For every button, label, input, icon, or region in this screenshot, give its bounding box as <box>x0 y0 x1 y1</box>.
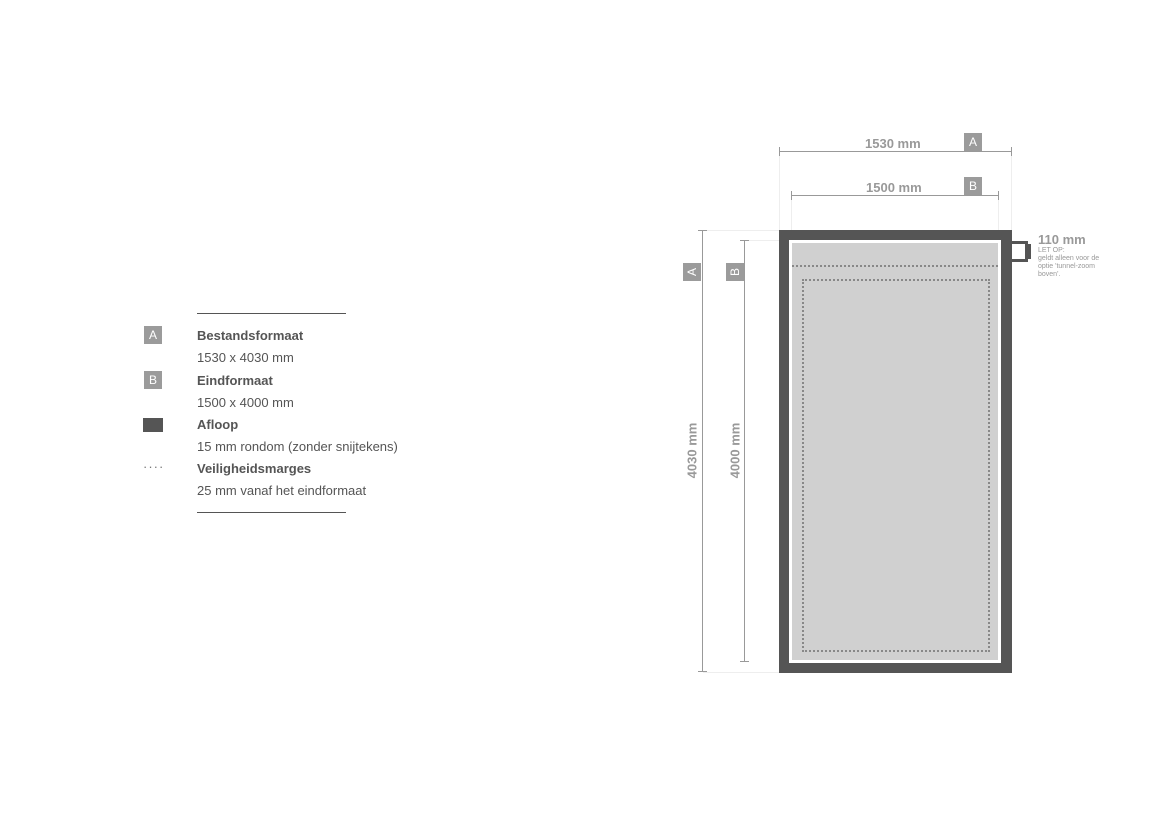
divider <box>197 512 346 513</box>
width-b-label: 1500 mm <box>866 180 922 195</box>
width-a-label: 1530 mm <box>865 136 921 151</box>
legend-title: Eindformaat <box>197 373 273 388</box>
badge-b: B <box>964 177 982 195</box>
dotted-symbol: ···· <box>143 459 165 474</box>
legend-desc: 15 mm rondom (zonder snijtekens) <box>197 439 398 454</box>
badge-a: A <box>683 263 701 281</box>
tunnel-note: geldt alleen voor de optie 'tunnel-zoom … <box>1038 255 1100 278</box>
legend-title: Afloop <box>197 417 239 432</box>
dimension-line-width-a <box>779 151 1012 152</box>
bleed-swatch <box>143 418 163 432</box>
dimension-line-width-b <box>791 195 999 196</box>
safety-margin <box>802 279 990 652</box>
legend-desc: 1530 x 4030 mm <box>197 350 294 365</box>
tunnel-note-title: LET OP: <box>1038 247 1065 254</box>
badge-a: A <box>144 326 162 344</box>
legend-desc: 25 mm vanaf het eindformaat <box>197 483 367 498</box>
tunnel-line <box>792 265 998 267</box>
legend-title: Veiligheidsmarges <box>197 461 312 476</box>
tunnel-value: 110 mm <box>1038 232 1086 247</box>
final-format-area <box>792 243 998 660</box>
badge-b: B <box>726 263 744 281</box>
divider <box>197 313 346 314</box>
legend-desc: 1500 x 4000 mm <box>197 395 294 410</box>
tunnel-bracket <box>1011 241 1028 262</box>
badge-a: A <box>964 133 982 151</box>
dimension-line-height-b <box>744 240 745 662</box>
badge-b: B <box>144 371 162 389</box>
legend-title: Bestandsformaat <box>197 328 304 343</box>
height-b-label: 4000 mm <box>727 420 743 481</box>
height-a-label: 4030 mm <box>684 420 700 481</box>
dimension-line-height-a <box>702 230 703 672</box>
